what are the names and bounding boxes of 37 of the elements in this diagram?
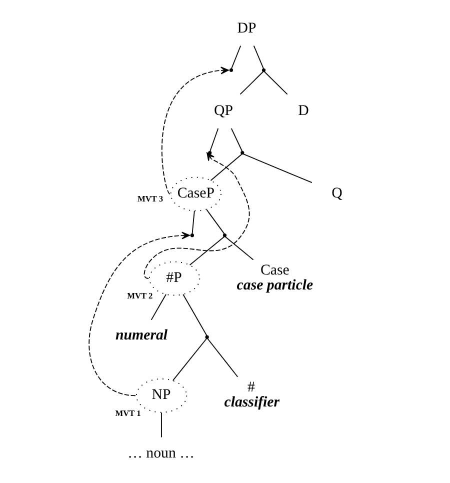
node-point <box>228 68 233 72</box>
node-text: Case case particle <box>236 262 313 294</box>
connector <box>160 412 162 438</box>
node-text: # classifier <box>224 380 280 411</box>
node-point <box>190 234 194 238</box>
connector <box>206 338 238 378</box>
connector <box>263 71 288 95</box>
node-text: DP <box>236 20 256 36</box>
connector <box>172 338 207 381</box>
connector <box>188 236 224 266</box>
connector <box>206 209 224 234</box>
node-point <box>208 150 212 155</box>
node-text: … noun … <box>127 446 194 462</box>
connector <box>209 128 218 152</box>
node-text: D <box>298 102 308 119</box>
connector <box>182 294 207 336</box>
node-point <box>240 150 244 155</box>
node-text: Q <box>331 186 342 202</box>
connector <box>239 71 264 95</box>
connector <box>252 45 264 70</box>
arrow <box>160 66 228 194</box>
connector <box>191 210 194 234</box>
node-point <box>204 335 208 339</box>
connector <box>230 45 241 70</box>
connector <box>230 128 242 152</box>
node-ellipse: CaseP <box>170 176 221 212</box>
node-text: QP <box>214 102 233 119</box>
connector <box>224 236 254 260</box>
node-point <box>222 234 226 238</box>
connector <box>150 294 166 320</box>
node-point <box>261 68 266 72</box>
node-text: numeral <box>115 328 168 344</box>
connector <box>242 154 312 184</box>
edge-label: MVT 3 <box>136 194 163 204</box>
connector <box>210 154 242 181</box>
arrow <box>143 152 250 279</box>
arrow <box>88 232 190 396</box>
